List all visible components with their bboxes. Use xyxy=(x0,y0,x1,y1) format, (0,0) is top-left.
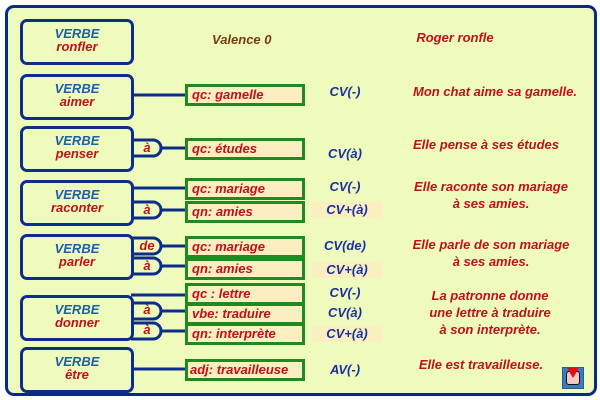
cv-label: CV(-) xyxy=(329,84,361,99)
verb-label: VERBE xyxy=(54,26,100,41)
verb-box-aimer: VERBE aimer xyxy=(20,74,134,120)
example-line: Roger ronfle xyxy=(416,30,494,45)
example-line: à ses amies. xyxy=(452,196,530,211)
cv-label: CV+(à) xyxy=(312,202,382,218)
complement-box: qc : lettre xyxy=(185,283,305,305)
example-line: Mon chat aime sa gamelle. xyxy=(412,84,577,99)
example-line: une lettre à traduire xyxy=(429,305,551,320)
cv-label: CV(de) xyxy=(324,238,366,253)
verb-name: raconter xyxy=(50,200,104,215)
example-donner: La patronne donne une lettre à traduire … xyxy=(400,287,580,338)
verb-box-ronfler: VERBE ronfler xyxy=(20,19,134,65)
complement-box: qc: mariage xyxy=(185,178,305,200)
cv-label: CV+(à) xyxy=(312,262,382,278)
cv-label: CV(à) xyxy=(328,305,362,320)
verb-name: donner xyxy=(54,315,100,330)
example-line: Elle raconte son mariage xyxy=(414,179,568,194)
preposition-label: à xyxy=(143,140,151,155)
preposition-label: de xyxy=(139,238,155,253)
complement-box: qn: interprète xyxy=(185,323,305,345)
example-aimer: Mon chat aime sa gamelle. xyxy=(400,83,590,100)
cv-label: CV(à) xyxy=(328,146,362,161)
verb-name: aimer xyxy=(59,94,95,109)
complement-box: qn: amies xyxy=(185,258,305,280)
verb-label: VERBE xyxy=(54,241,100,256)
preposition-label: à xyxy=(143,202,151,217)
verb-box-raconter: VERBE raconter xyxy=(20,180,134,226)
example-ronfler: Roger ronfle xyxy=(390,29,520,46)
example-parler: Elle parle de son mariage à ses amies. xyxy=(396,236,586,270)
complement-box: adj: travailleuse xyxy=(185,359,305,381)
complement-box: vbe: traduire xyxy=(185,303,305,325)
complement-box: qc: mariage xyxy=(185,236,305,258)
verb-name: parler xyxy=(58,254,96,269)
verb-box-etre: VERBE être xyxy=(20,347,134,393)
cv-label: CV+(à) xyxy=(312,326,382,342)
example-line: La patronne donne xyxy=(431,288,549,303)
preposition-label: à xyxy=(143,258,151,273)
cv-label: CV(-) xyxy=(329,285,361,300)
verb-label: VERBE xyxy=(54,81,100,96)
verb-label: VERBE xyxy=(54,354,100,369)
valence-label: Valence 0 xyxy=(212,32,272,47)
verb-label: VERBE xyxy=(54,187,100,202)
verb-name: être xyxy=(65,367,89,382)
complement-box: qc: études xyxy=(185,138,305,160)
down-arrow-icon xyxy=(567,368,579,378)
preposition-label: à xyxy=(143,322,151,337)
example-etre: Elle est travailleuse. xyxy=(396,356,566,373)
verb-name: ronfler xyxy=(56,39,98,54)
complement-box: qc: gamelle xyxy=(185,84,305,106)
example-line: Elle pense à ses études xyxy=(413,137,559,152)
cv-label: AV(-) xyxy=(329,362,361,377)
example-raconter: Elle raconte son mariage à ses amies. xyxy=(396,178,586,212)
complement-box: qn: amies xyxy=(185,201,305,223)
verb-box-parler: VERBE parler xyxy=(20,234,134,280)
verb-name: penser xyxy=(55,146,99,161)
navigation-down-icon[interactable] xyxy=(562,367,584,389)
preposition-label: à xyxy=(143,302,151,317)
example-line: Elle est travailleuse. xyxy=(418,357,544,372)
example-line: à son interprète. xyxy=(439,322,541,337)
example-line: Elle parle de son mariage xyxy=(412,237,570,252)
example-penser: Elle pense à ses études xyxy=(396,136,576,153)
cv-label: CV(-) xyxy=(329,179,361,194)
verb-box-penser: VERBE penser xyxy=(20,126,134,172)
example-line: à ses amies. xyxy=(452,254,530,269)
verb-box-donner: VERBE donner xyxy=(20,295,134,341)
verb-label: VERBE xyxy=(54,302,100,317)
verb-label: VERBE xyxy=(54,133,100,148)
